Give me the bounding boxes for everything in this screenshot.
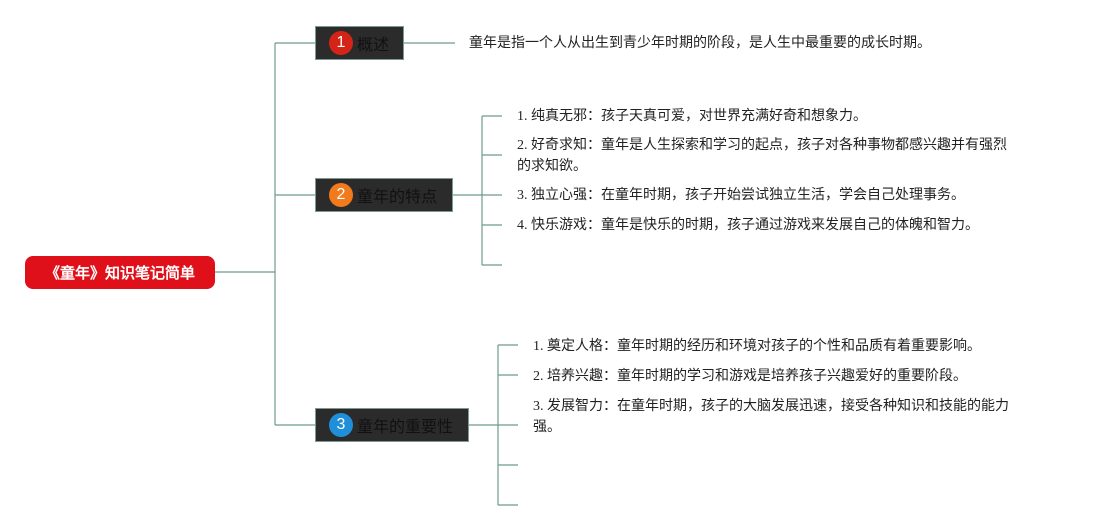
number-badge-2: 2	[329, 183, 353, 207]
characteristic-item: 2. 好奇求知：童年是人生探索和学习的起点，孩子对各种事物都感兴趣并有强烈的求知…	[517, 138, 1007, 174]
topic-overview-label: 概述	[357, 37, 390, 54]
root-title: 《童年》知识笔记简单	[44, 265, 195, 282]
importance-item: 1. 奠定人格：童年时期的经历和环境对孩子的个性和品质有着重要影响。	[533, 339, 981, 354]
number-badge-1: 1	[329, 31, 353, 55]
characteristic-item: 1. 纯真无邪：孩子天真可爱，对世界充满好奇和想象力。	[517, 109, 867, 124]
number-badge-3: 3	[329, 413, 353, 437]
importance-item: 3. 发展智力：在童年时期，孩子的大脑发展迅速，接受各种知识和技能的能力强。	[533, 399, 1009, 435]
overview-text: 童年是指一个人从出生到青少年时期的阶段，是人生中最重要的成长时期。	[469, 36, 931, 51]
topic-importance[interactable]: 3 童年的重要性	[315, 408, 469, 442]
topic-characteristics[interactable]: 2 童年的特点	[315, 178, 453, 212]
importance-item: 2. 培养兴趣：童年时期的学习和游戏是培养孩子兴趣爱好的重要阶段。	[533, 369, 967, 384]
characteristic-item: 4. 快乐游戏：童年是快乐的时期，孩子通过游戏来发展自己的体魄和智力。	[517, 218, 979, 233]
topic-importance-label: 童年的重要性	[357, 419, 454, 436]
topic-characteristics-label: 童年的特点	[357, 189, 438, 206]
characteristic-item: 3. 独立心强：在童年时期，孩子开始尝试独立生活，学会自己处理事务。	[517, 188, 965, 203]
root-topic[interactable]: 《童年》知识笔记简单	[25, 256, 215, 289]
topic-overview[interactable]: 1 概述	[315, 26, 404, 60]
